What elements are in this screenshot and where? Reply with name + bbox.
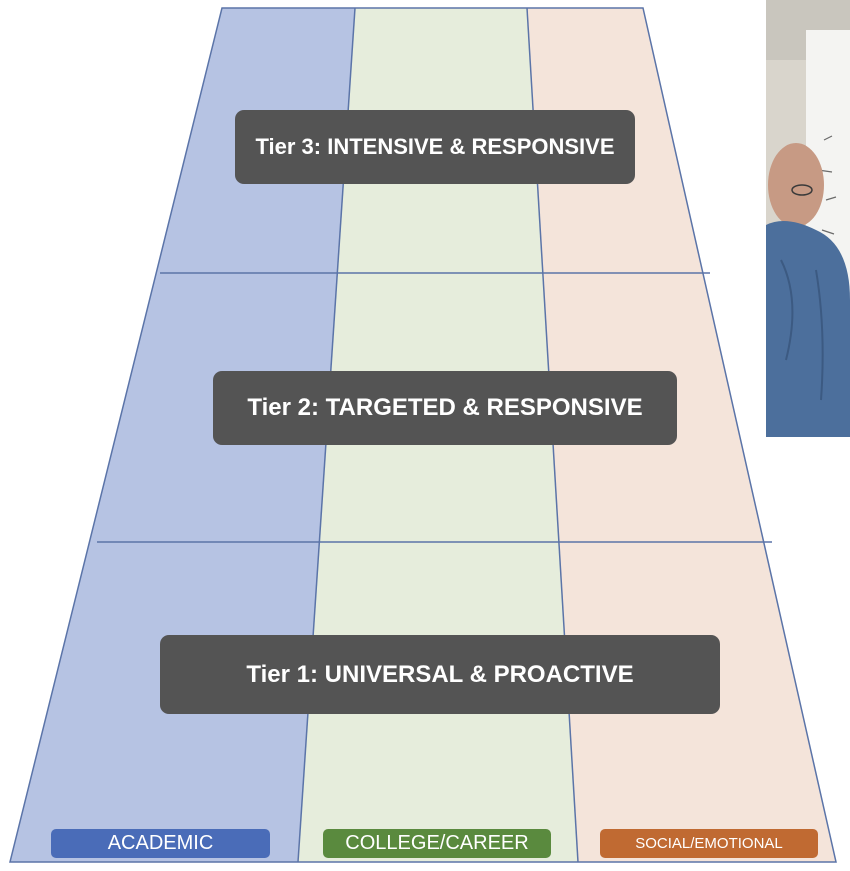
college-career-label: COLLEGE/CAREER xyxy=(323,829,551,858)
person-head xyxy=(768,143,824,227)
social-emotional-label: SOCIAL/EMOTIONAL xyxy=(600,829,818,858)
academic-label: ACADEMIC xyxy=(51,829,270,858)
pyramid-outline xyxy=(9,7,837,863)
person-shirt xyxy=(766,221,850,437)
tier-1-box: Tier 1: UNIVERSAL & PROACTIVE xyxy=(160,635,720,714)
tier-3-box: Tier 3: INTENSIVE & RESPONSIVE xyxy=(235,110,635,184)
tier-2-box: Tier 2: TARGETED & RESPONSIVE xyxy=(213,371,677,445)
photo-of-person-at-whiteboard xyxy=(766,0,850,437)
